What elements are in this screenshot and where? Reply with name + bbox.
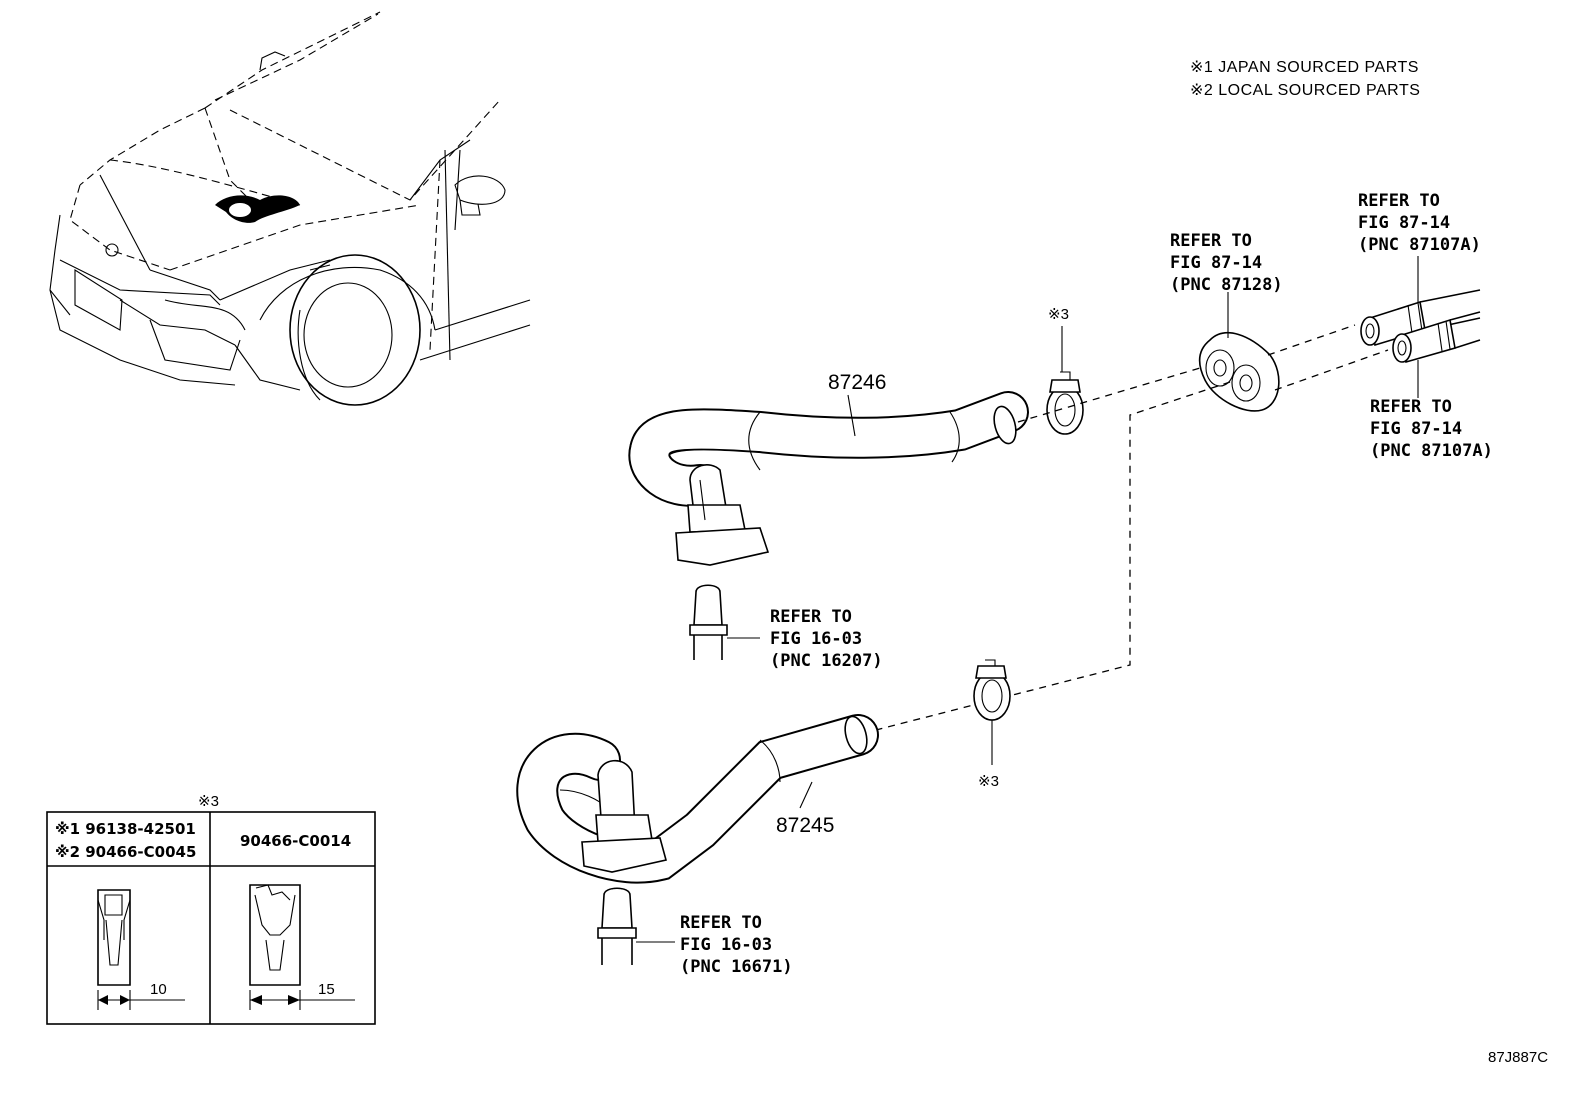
- ref-grommet-l2: FIG 87-14: [1170, 253, 1262, 273]
- clamp-table-japan-part: ※1 96138-42501: [55, 820, 196, 838]
- ref-grommet-l1: REFER TO: [1170, 231, 1252, 251]
- connection-line-grommet-pipe-1: [1267, 324, 1356, 356]
- clamp-table-mark: ※3: [198, 793, 219, 810]
- ref-pipe-top-l1: REFER TO: [1358, 191, 1440, 211]
- clamp-dim-2: 15: [318, 981, 335, 998]
- clamp-mark-upper: ※3: [1048, 306, 1069, 323]
- ref-heater-upper-l3: (PNC 16207): [770, 651, 883, 671]
- clamp-upper: [1046, 371, 1084, 435]
- grommet: [1198, 331, 1280, 412]
- ref-heater-lower-l1: REFER TO: [680, 913, 762, 933]
- legend-japan-sourced: ※1 JAPAN SOURCED PARTS: [1190, 59, 1419, 76]
- clamp-mark-lower: ※3: [978, 773, 999, 790]
- connection-line-grommet-pipe-2: [1274, 349, 1389, 391]
- ref-pipe-bottom-l2: FIG 87-14: [1370, 419, 1462, 439]
- car-illustration: [49, 11, 531, 406]
- legend-local-sourced: ※2 LOCAL SOURCED PARTS: [1190, 82, 1420, 99]
- heater-pipe-upper: [689, 584, 760, 660]
- body-pipes: [1360, 289, 1481, 364]
- ref-pipe-top-l3: (PNC 87107A): [1358, 235, 1481, 255]
- part-number-87245: 87245: [776, 814, 834, 837]
- ref-heater-upper-l1: REFER TO: [770, 607, 852, 627]
- clamp-table: ※3 ※1 96138-42501 ※2 90466-C0045 90466-C…: [46, 793, 376, 1025]
- ref-pipe-bottom-l3: (PNC 87107A): [1370, 441, 1493, 461]
- ref-heater-lower-l2: FIG 16-03: [680, 935, 772, 955]
- ref-pipe-bottom-l1: REFER TO: [1370, 397, 1452, 417]
- clamp-lower: [973, 659, 1011, 721]
- part-number-87246: 87246: [828, 371, 886, 394]
- clamp-table-local-part: ※2 90466-C0045: [55, 843, 196, 861]
- hose-87245: [516, 714, 879, 884]
- connection-line-upper: [1017, 367, 1201, 423]
- ref-grommet-l3: (PNC 87128): [1170, 275, 1283, 295]
- heater-pipe-lower: [597, 887, 675, 965]
- clamp-dim-1: 10: [150, 981, 167, 998]
- ref-heater-upper-l2: FIG 16-03: [770, 629, 862, 649]
- ref-pipe-top-l2: FIG 87-14: [1358, 213, 1450, 233]
- ref-heater-lower-l3: (PNC 16671): [680, 957, 793, 977]
- clamp-table-part-2: 90466-C0014: [240, 832, 351, 850]
- diagram-code: 87J887C: [1488, 1049, 1548, 1066]
- connection-line-lower: [867, 381, 1231, 733]
- hose-87246: [628, 391, 1029, 566]
